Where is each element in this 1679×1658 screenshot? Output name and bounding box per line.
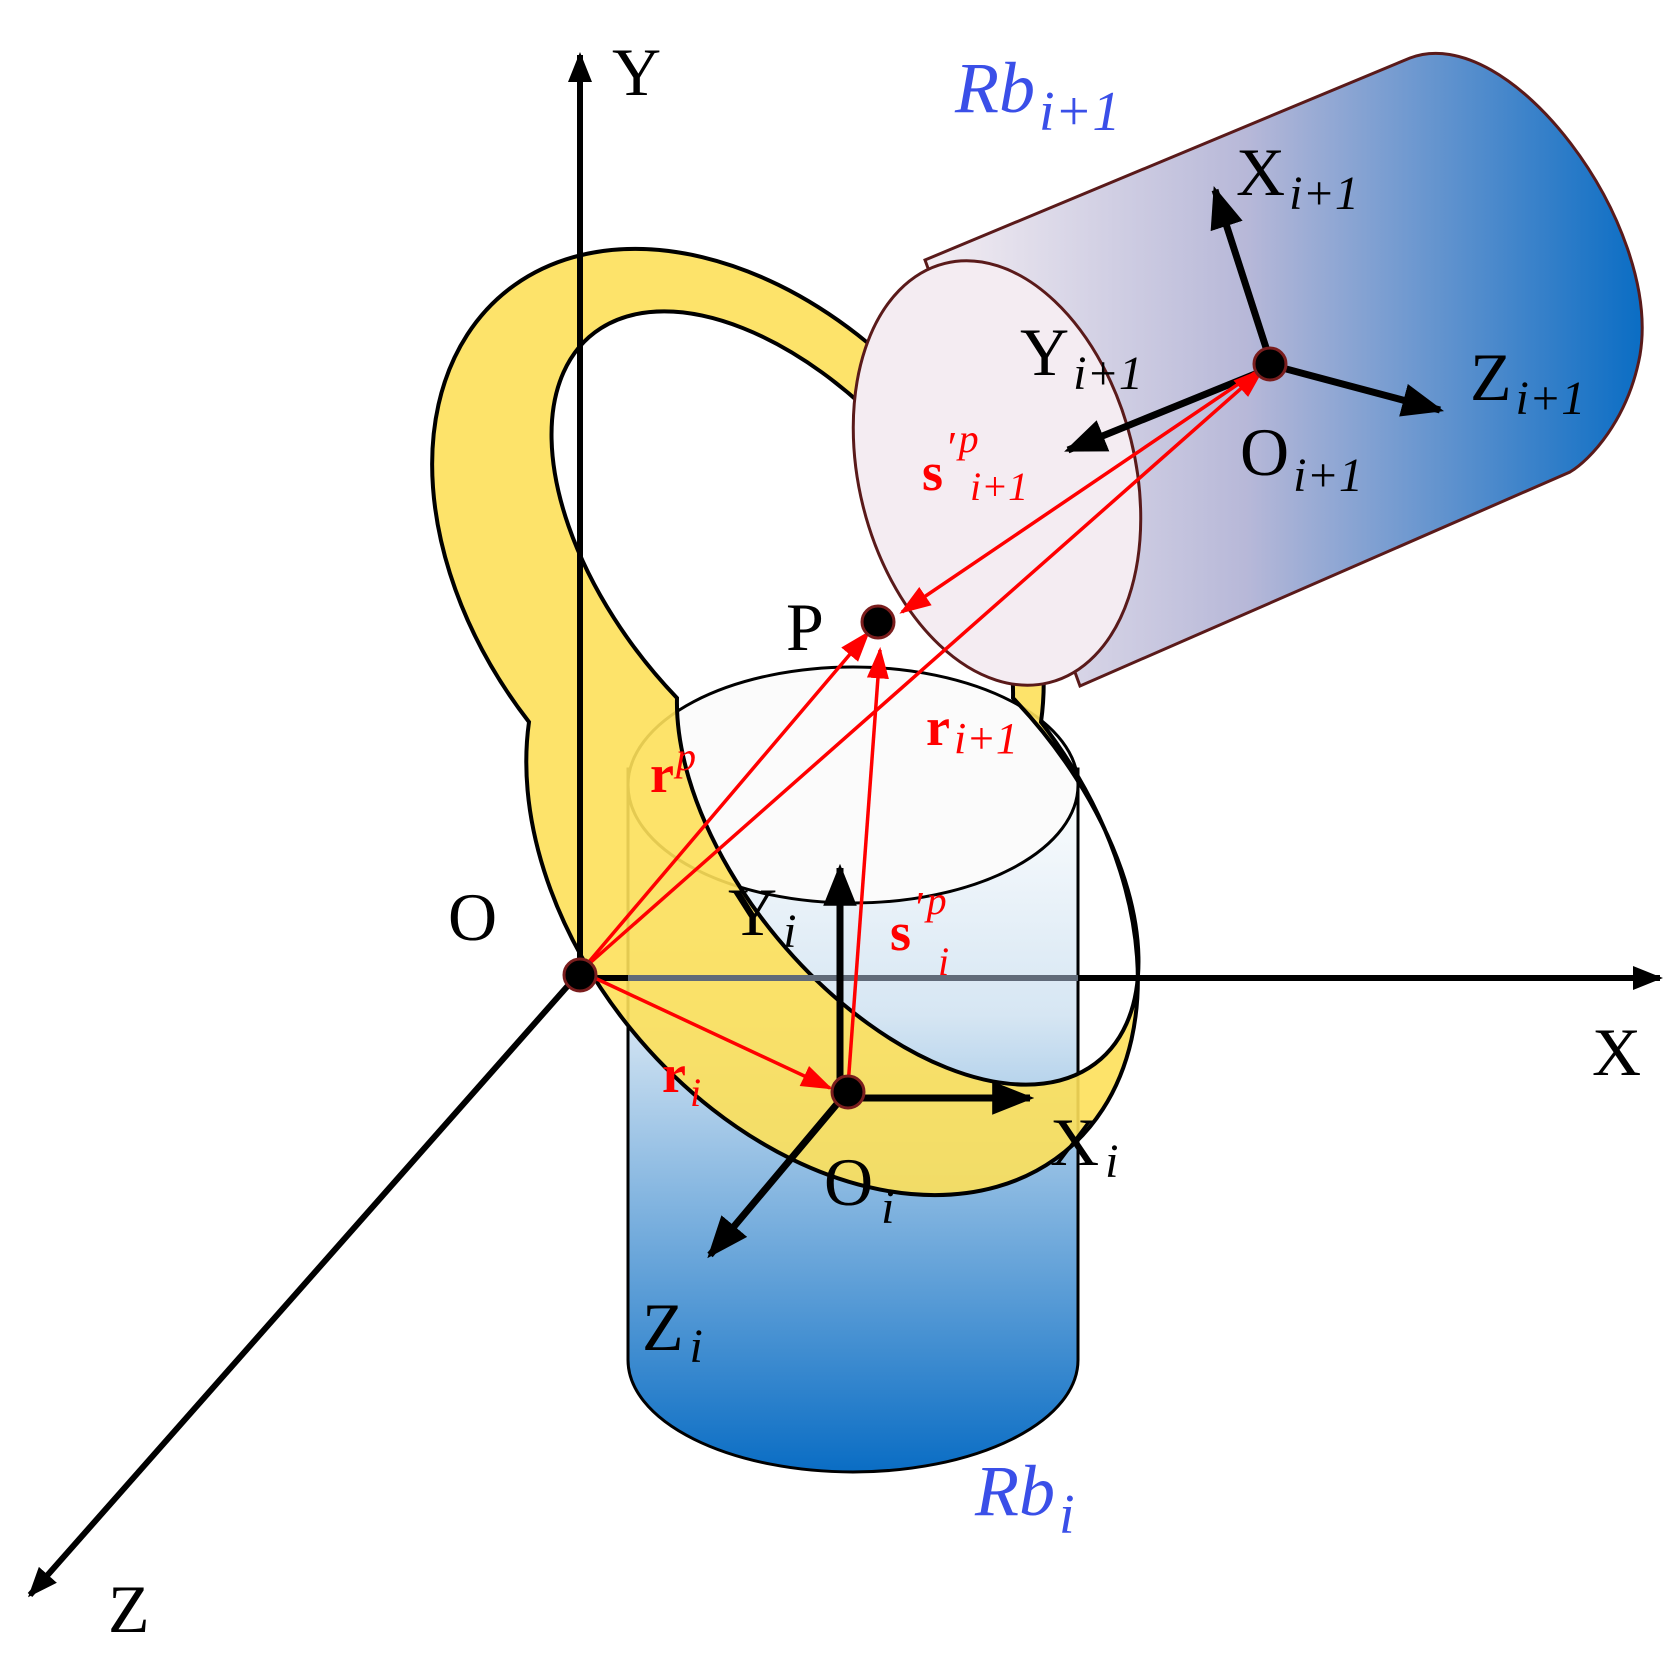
body-i-axes [707,863,1035,1259]
point-p [860,604,896,640]
label-y: Y [612,34,661,110]
label-vector-s-i-sub: i [938,939,949,984]
label-yi1: Yi+1 [1020,314,1143,400]
label-rb-i: Rbi [974,1451,1075,1546]
label-p: P [786,589,824,665]
label-xi1: Xi+1 [1236,134,1359,220]
origin-o-point [562,957,598,993]
label-z: Z [108,1571,150,1647]
vector-r-p [580,630,871,972]
label-rb-i1: Rbi+1 [954,48,1120,143]
label-vector-s-i1: s′p [922,416,979,502]
yi1-axis [1064,366,1267,454]
label-o: O [448,879,497,955]
vector-r-i1 [580,367,1265,972]
vector-s-i [846,646,889,1087]
label-vector-r-i1: ri+1 [926,697,1018,763]
origin-oi1-point [1252,346,1288,382]
label-vector-s-i: s′p [890,878,947,962]
label-oi1: Oi+1 [1240,414,1363,502]
label-vector-s-i1-sub: i+1 [970,464,1028,509]
global-z-axis [27,970,583,1598]
label-zi1: Zi+1 [1470,339,1585,425]
vector-s-i1 [899,366,1263,614]
body-i1-axes [1064,186,1445,454]
vector-r-i [581,970,833,1090]
xi1-axis [1210,186,1274,362]
points [562,346,1288,1110]
vectors [580,366,1265,1090]
zi-axis [707,1095,845,1259]
label-x: X [1592,1014,1641,1090]
label-vector-r-p: rp [650,734,696,804]
origin-oi-point [830,1074,866,1110]
zi1-axis [1274,362,1445,417]
